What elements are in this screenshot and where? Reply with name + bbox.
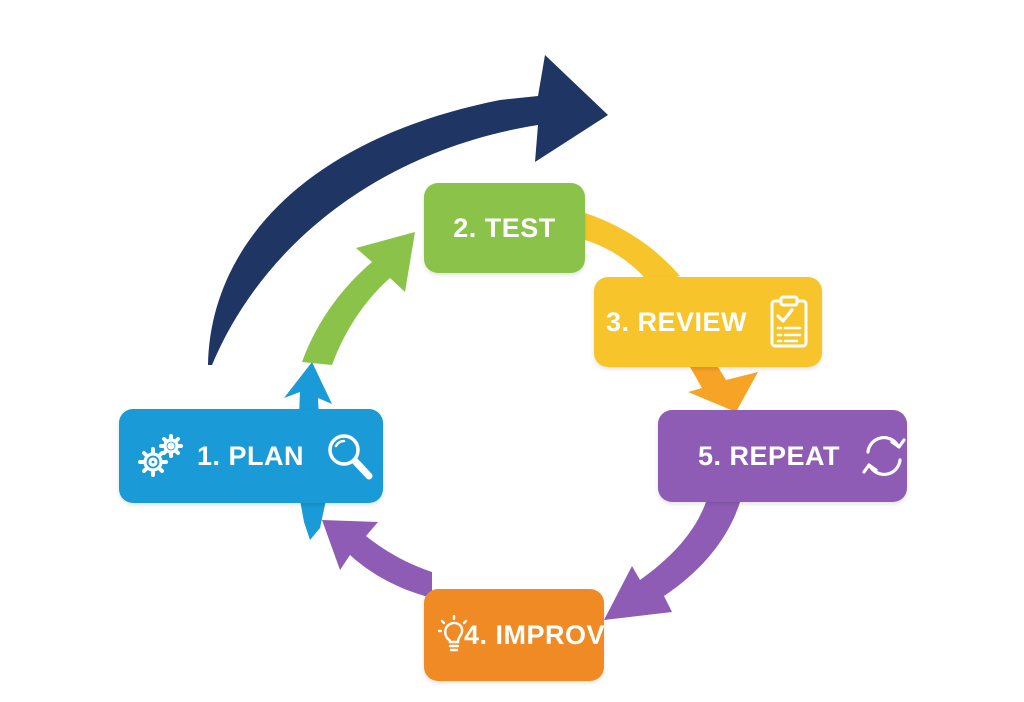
step-plan: 1. PLAN [119,409,383,503]
step-repeat: 5. REPEAT [658,410,907,502]
arrow-improve-to-plan [322,520,432,626]
arrow-plan-to-test [302,232,415,365]
arrow-blue-tail [300,500,326,540]
arrow-repeat-to-improve [604,502,740,620]
step-review: 3. REVIEW [594,277,822,367]
arrow-test-to-review [585,213,680,284]
step-repeat-label: 5. REPEAT [698,440,841,471]
step-plan-label: 1. PLAN [197,440,305,471]
step-improve: 4. IMPROVE [424,589,623,681]
big-arrow [208,55,608,365]
gears-icon [133,430,185,482]
clipboard-check-icon [769,295,809,349]
step-test-label: 2. TEST [453,212,556,243]
step-review-label: 3. REVIEW [606,306,748,337]
magnifier-icon [324,430,374,482]
lightbulb-icon [438,615,470,655]
step-test: 2. TEST [424,183,585,273]
refresh-icon [858,432,910,480]
step-improve-label: 4. IMPROVE [464,619,624,650]
arrow-plan-to-test-blue [284,362,332,440]
arrow-review-to-repeat [688,367,758,412]
